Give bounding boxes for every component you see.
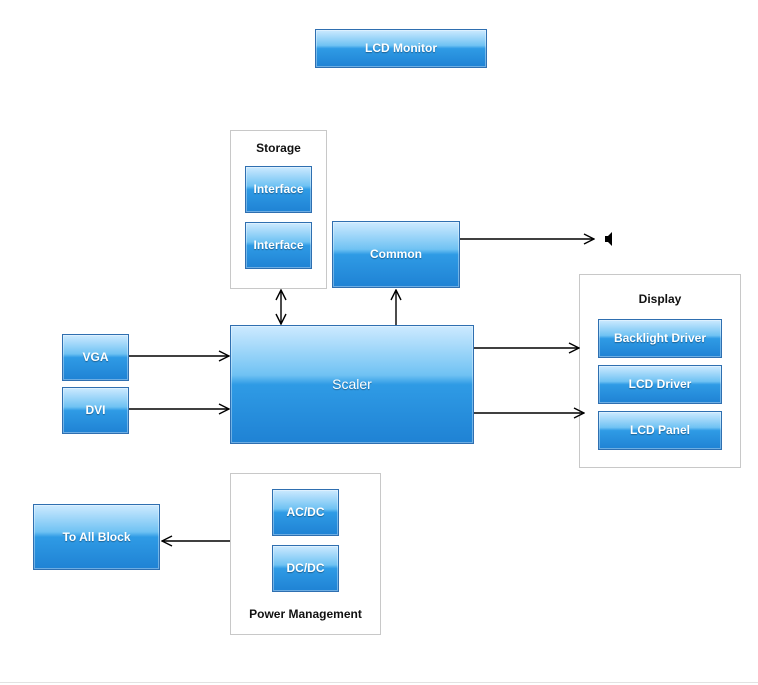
- interface-block-1[interactable]: Interface: [245, 166, 312, 213]
- storage-label: Storage: [256, 141, 301, 155]
- power-management-label: Power Management: [249, 607, 362, 621]
- lcd-monitor-title: LCD Monitor: [315, 29, 487, 68]
- dvi-block[interactable]: DVI: [62, 387, 129, 434]
- dc-dc-block[interactable]: DC/DC: [272, 545, 339, 592]
- bottom-divider: [0, 682, 758, 683]
- backlight-driver-block[interactable]: Backlight Driver: [598, 319, 722, 358]
- common-block[interactable]: Common: [332, 221, 460, 288]
- scaler-block[interactable]: Scaler: [230, 325, 474, 444]
- vga-block[interactable]: VGA: [62, 334, 129, 381]
- ac-dc-block[interactable]: AC/DC: [272, 489, 339, 536]
- interface-block-2[interactable]: Interface: [245, 222, 312, 269]
- speaker-icon: [605, 232, 612, 246]
- display-label: Display: [638, 292, 682, 306]
- lcd-driver-block[interactable]: LCD Driver: [598, 365, 722, 404]
- lcd-panel-block[interactable]: LCD Panel: [598, 411, 722, 450]
- to-all-block[interactable]: To All Block: [33, 504, 160, 570]
